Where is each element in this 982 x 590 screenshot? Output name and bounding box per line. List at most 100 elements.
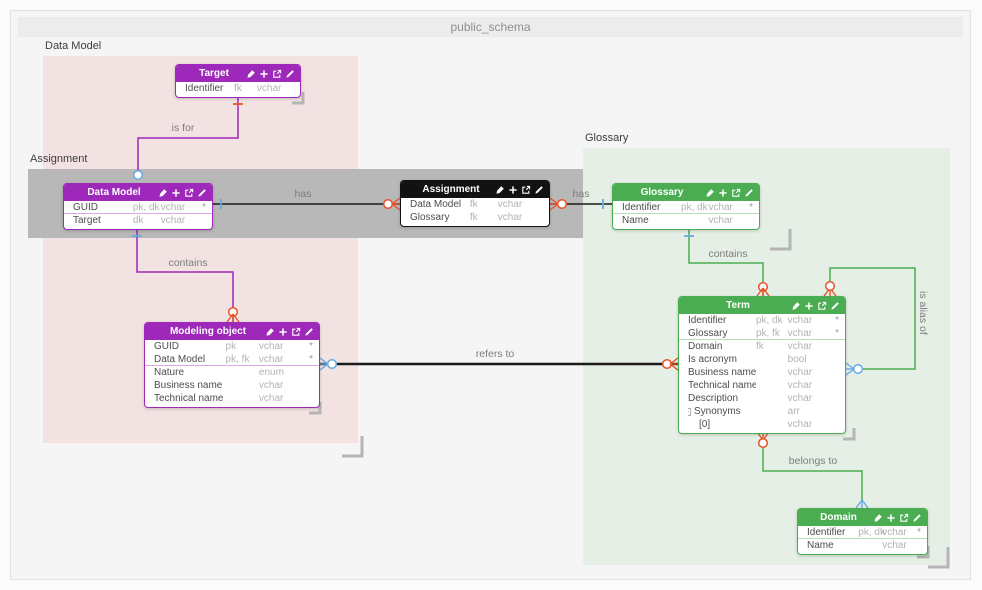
open-icon[interactable] (521, 185, 531, 195)
table-row-term-8[interactable]: [0]vchar (679, 418, 845, 431)
edit-icon[interactable] (534, 185, 544, 195)
open-icon[interactable] (817, 301, 827, 311)
column-name-text: [0] (699, 419, 711, 430)
pipette-icon[interactable] (246, 69, 256, 79)
table-header-assignment[interactable]: Assignment (401, 181, 549, 198)
edit-icon[interactable] (830, 301, 840, 311)
resize-handle[interactable] (917, 546, 930, 559)
resize-handle[interactable] (309, 402, 322, 415)
edit-icon[interactable] (744, 188, 754, 198)
pipette-icon[interactable] (873, 513, 883, 523)
column-name-text: GUID (73, 201, 98, 213)
open-icon[interactable] (899, 513, 909, 523)
column-type: vchar (787, 393, 813, 404)
open-icon[interactable] (272, 69, 282, 79)
add-icon[interactable] (508, 185, 518, 195)
open-icon[interactable] (291, 327, 301, 337)
crow-foot-marker (549, 197, 559, 205)
column-keys: pk, dk (755, 315, 783, 326)
connection-contains-2[interactable] (688, 228, 764, 296)
column-keys: pk, dk (680, 201, 708, 213)
relationship-label-belongs-to: belongs to (788, 455, 838, 467)
column-keys: pk, fk (225, 353, 250, 365)
open-icon[interactable] (731, 188, 741, 198)
open-icon[interactable] (184, 188, 194, 198)
pipette-icon[interactable] (705, 188, 715, 198)
table-header-icons (873, 513, 922, 523)
relationship-label-is-for: is for (171, 122, 195, 134)
add-icon[interactable] (259, 69, 269, 79)
column-name: Domain (688, 341, 756, 352)
table-title-term: Term (726, 300, 750, 311)
connection-is-for[interactable] (137, 96, 239, 179)
resize-handle[interactable] (928, 547, 950, 569)
table-header-data-model[interactable]: Data Model (64, 184, 212, 201)
connection-contains-1[interactable] (136, 228, 234, 322)
column-name: Technical name (154, 393, 226, 404)
edit-icon[interactable] (197, 188, 207, 198)
add-icon[interactable] (718, 188, 728, 198)
pipette-icon[interactable] (265, 327, 275, 337)
table-header-target[interactable]: Target (176, 65, 300, 82)
resize-handle[interactable] (843, 428, 856, 441)
add-icon[interactable] (171, 188, 181, 198)
edit-icon[interactable] (912, 513, 922, 523)
column-type: vchar (787, 380, 813, 391)
table-header-domain[interactable]: Domain (798, 509, 927, 526)
connection-belongs-to[interactable] (762, 448, 863, 500)
pipette-icon[interactable] (791, 301, 801, 311)
edit-icon[interactable] (285, 69, 295, 79)
add-icon[interactable] (278, 327, 288, 337)
resize-handle[interactable] (770, 229, 792, 251)
pipette-icon[interactable] (158, 188, 168, 198)
schema-title: public_schema (18, 17, 963, 37)
area-label-data-model: Data Model (45, 40, 102, 52)
resize-handle[interactable] (342, 436, 364, 458)
column-name-text: Nature (154, 367, 185, 378)
collapse-icon[interactable]: − (688, 407, 691, 416)
add-icon[interactable] (886, 513, 896, 523)
table-title-modeling-object: Modeling object (169, 326, 247, 337)
table-header-term[interactable]: Term (679, 297, 845, 314)
connection-is-alias-of[interactable] (829, 267, 916, 370)
column-name-text: Identifier (185, 83, 224, 94)
table-header-icons (791, 301, 840, 311)
column-type: vchar (708, 201, 733, 213)
resize-handle[interactable] (292, 92, 305, 105)
pipette-icon[interactable] (495, 185, 505, 195)
edit-icon[interactable] (304, 327, 314, 337)
column-type: vchar (258, 341, 284, 352)
table-header-modeling-object[interactable]: Modeling object (145, 323, 319, 340)
add-icon[interactable] (804, 301, 814, 311)
table-header-glossary[interactable]: Glossary (613, 184, 759, 201)
